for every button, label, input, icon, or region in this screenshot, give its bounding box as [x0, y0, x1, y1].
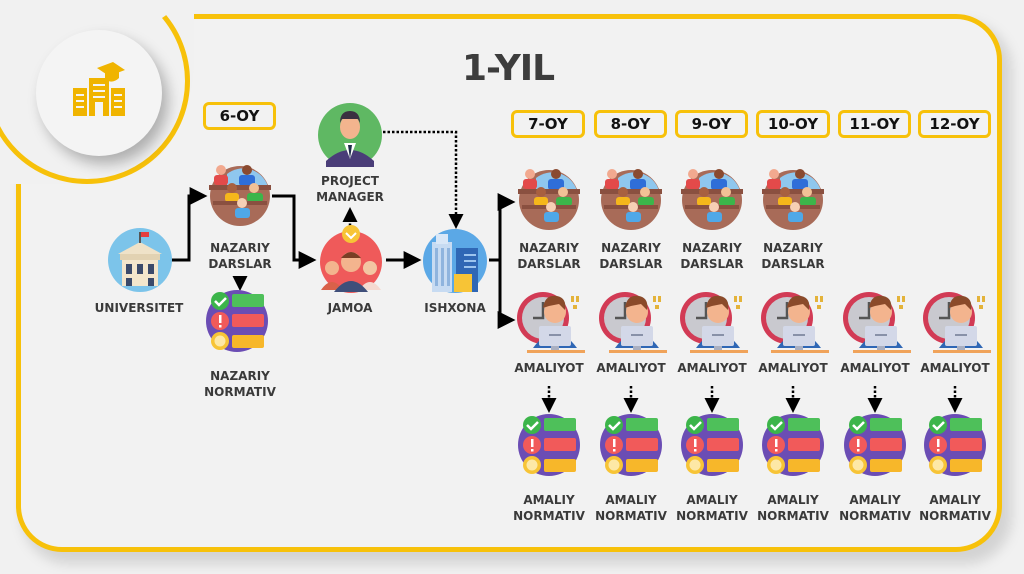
checklist-icon [762, 414, 824, 476]
classroom-icon [681, 169, 743, 230]
checklist-icon [206, 290, 268, 352]
arrow-ishxona-branch [489, 193, 516, 262]
worker-computer-icon [517, 292, 585, 353]
arrow-universitet-to-darslar [170, 187, 208, 262]
worker-computer-icon [680, 292, 748, 353]
month-badge-10: 10-OY [756, 110, 830, 138]
amaliyot-label: AMALIYOT [920, 361, 990, 375]
worker-computer-icon [923, 292, 991, 353]
classroom-icon [209, 165, 271, 226]
logo-ring [0, 0, 190, 184]
university-building-icon [73, 62, 125, 116]
office-building-icon [423, 229, 487, 293]
checklist-icon [924, 414, 986, 476]
checklist-icon [681, 414, 743, 476]
amaliyot-label: AMALIYOT [677, 361, 747, 375]
amaliyot-label: AMALIYOT [596, 361, 666, 375]
page-title: 1-YIL [462, 48, 555, 89]
logo-badge [36, 30, 162, 156]
classroom-icon [518, 169, 580, 230]
classroom-icon [600, 169, 662, 230]
month-badge-8: 8-OY [594, 110, 667, 138]
worker-computer-icon [843, 292, 911, 353]
worker-computer-icon [599, 292, 667, 353]
universitet-label: UNIVERSITET [94, 301, 184, 315]
worker-computer-icon [761, 292, 829, 353]
jamoa-label: JAMOA [327, 301, 373, 315]
month-badge-7: 7-OY [511, 110, 585, 138]
dotted-manager-to-ishxona [383, 130, 464, 229]
classroom-icon [762, 169, 824, 230]
arrow-darslar-to-jamoa [272, 194, 317, 269]
checklist-icon [518, 414, 580, 476]
checklist-icon [844, 414, 906, 476]
amaliyot-label: AMALIYOT [758, 361, 828, 375]
month-badge-11: 11-OY [838, 110, 911, 138]
arrow-ishxona-to-amaliyot [497, 260, 516, 329]
month-badge-12: 12-OY [918, 110, 991, 138]
month-badge-9: 9-OY [675, 110, 748, 138]
amaliyot-label: AMALIYOT [514, 361, 584, 375]
team-icon [320, 225, 382, 293]
checklist-icon [600, 414, 662, 476]
month-badge-6: 6-OY [203, 102, 276, 130]
ishxona-label: ISHXONA [424, 301, 486, 315]
university-icon [108, 228, 172, 292]
amaliyot-label: AMALIYOT [840, 361, 910, 375]
manager-icon [318, 103, 382, 167]
